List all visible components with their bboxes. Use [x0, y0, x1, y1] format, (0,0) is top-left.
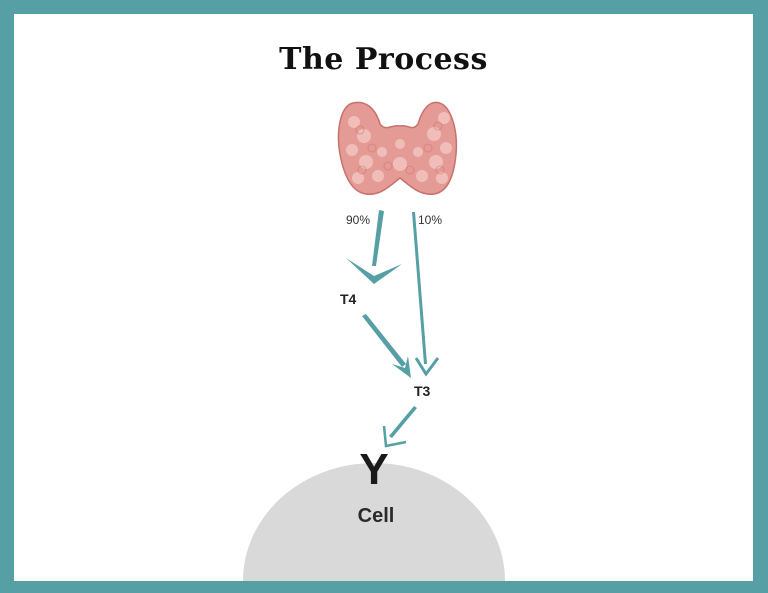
cell-shape [243, 463, 505, 581]
process-diagram: 90% 10% T4 T3 Y Cell [243, 101, 505, 581]
percent-label-t4: 90% [346, 213, 370, 227]
page-title: The Process [279, 42, 488, 77]
t4-label: T4 [340, 291, 357, 307]
receptor-symbol: Y [359, 445, 388, 494]
thyroid-gland-icon [337, 101, 458, 195]
t3-label: T3 [414, 383, 431, 399]
percent-label-t3: 10% [418, 213, 442, 227]
arrow-gland-to-t4 [346, 210, 402, 284]
arrow-t4-to-t3 [362, 314, 411, 378]
diagram-frame: The Process 90% 10% [14, 14, 753, 581]
arrow-t3-to-receptor [382, 406, 417, 448]
arrow-gland-to-t3 [412, 212, 440, 377]
cell-label: Cell [358, 505, 395, 527]
